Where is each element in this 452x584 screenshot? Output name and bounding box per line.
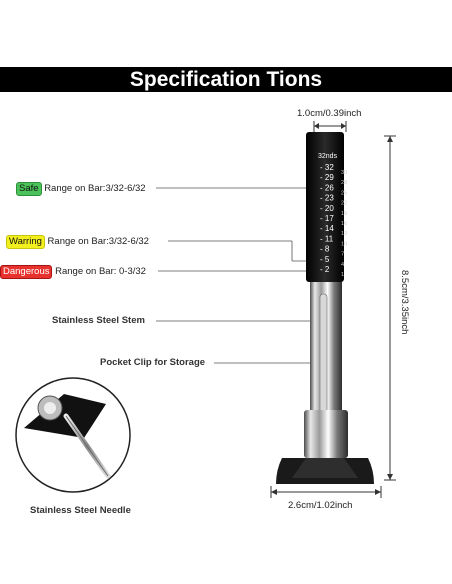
clip-label: Pocket Clip for Storage	[100, 357, 206, 368]
scale-tick-right: 13	[341, 231, 347, 237]
scale-tick-left: - 11	[320, 234, 334, 243]
warning-range-text: Range on Bar:3/32-6/32	[47, 236, 149, 247]
warning-tag: Warring	[6, 235, 45, 249]
base-width-label: 2.6cm/1.02inch	[288, 500, 353, 511]
scale-tick-left: - 20	[320, 204, 334, 213]
safe-tag: Safe	[16, 182, 42, 196]
needle-label: Stainless Steel Needle	[30, 505, 131, 516]
scale-unit: 32nds	[318, 153, 338, 160]
page-title: Specification Tions	[0, 67, 452, 92]
scale-tick-left: - 17	[320, 214, 334, 223]
height-arrow	[384, 135, 396, 481]
scale-tick-left: - 26	[320, 183, 334, 192]
safe-range-text: Range on Bar:3/32-6/32	[44, 183, 146, 194]
scale-tick-left: - 32	[320, 163, 334, 172]
range-danger: Dangerous Range on Bar: 0-3/32	[0, 265, 146, 279]
scale-tick-right: 7	[341, 252, 344, 258]
scale-tick-left: - 5	[320, 255, 330, 264]
scale-ticks: - 32- 29- 26 - 23- 20- 17- 14- 11 - 8- 5- …	[320, 163, 347, 278]
pocket-clip	[319, 293, 328, 415]
scale-tick-right: 28	[341, 180, 347, 186]
collar	[304, 410, 348, 458]
range-warning: Warring Range on Bar:3/32-6/32	[6, 235, 149, 249]
top-width-label: 1.0cm/0.39inch	[297, 108, 362, 119]
scale-tick-right: 22	[341, 201, 347, 207]
danger-tag: Dangerous	[0, 265, 53, 279]
scale-tick-right: 30	[341, 170, 347, 176]
scale-tick-left: - 2	[320, 265, 330, 274]
scale-tick-right: 4	[341, 262, 344, 268]
scale-tick-right: 1	[341, 272, 344, 278]
danger-range-text: Range on Bar: 0-3/32	[55, 266, 146, 277]
scale-tick-left: - 29	[320, 173, 334, 182]
scale-tick-right: 19	[341, 211, 347, 217]
base-width-arrow	[270, 486, 382, 498]
range-safe: Safe Range on Bar:3/32-6/32	[16, 182, 146, 196]
scale-tick-left: - 8	[320, 245, 330, 254]
scale-tick-right: 25	[341, 190, 347, 196]
scale-tick-right: 16	[341, 221, 347, 227]
scale-tick-left: - 23	[320, 194, 334, 203]
scale-bar	[306, 132, 344, 282]
stem-label: Stainless Steel Stem	[52, 315, 145, 326]
scale-tick-left: - 14	[320, 224, 334, 233]
scale-tick-right: 10	[341, 241, 347, 247]
needle-closeup	[15, 377, 131, 493]
top-width-arrow	[313, 121, 347, 132]
tread-gauge-illustration: 32nds - 32- 29- 26- 23- 20- 17- 14- 11- …	[276, 132, 374, 484]
base-ridge	[292, 458, 358, 478]
